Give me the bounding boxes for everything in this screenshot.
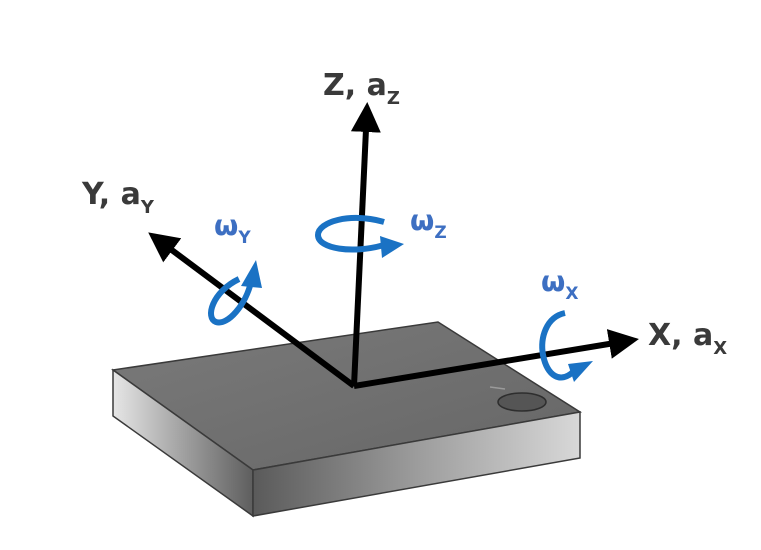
chip-right-face — [252, 411, 581, 517]
rotation-x — [539, 310, 593, 382]
rotation-x-arrowhead-icon — [568, 361, 593, 382]
rotation-y-arrowhead-icon — [241, 260, 262, 288]
omega-x-label: ωX — [541, 265, 578, 304]
x-axis-arrow — [353, 329, 639, 389]
omega-y-label: ωY — [214, 209, 251, 248]
z-axis-label: Z, aZ — [323, 68, 400, 109]
sensor-chip — [111, 321, 583, 518]
rotation-y — [208, 260, 262, 326]
rotation-z — [314, 214, 404, 258]
omega-z-label: ωZ — [410, 204, 447, 243]
rotation-y-icon — [208, 276, 254, 326]
chip-edge-highlight — [489, 386, 506, 390]
y-axis-label: Y, aY — [81, 177, 155, 218]
pin-1-dot — [497, 392, 547, 412]
rotation-z-arrowhead-icon — [380, 236, 404, 258]
x-axis-label: X, aX — [648, 318, 727, 359]
rotation-z-icon — [314, 214, 385, 253]
y-axis-arrow — [148, 232, 356, 389]
rotation-x-icon — [539, 310, 577, 381]
